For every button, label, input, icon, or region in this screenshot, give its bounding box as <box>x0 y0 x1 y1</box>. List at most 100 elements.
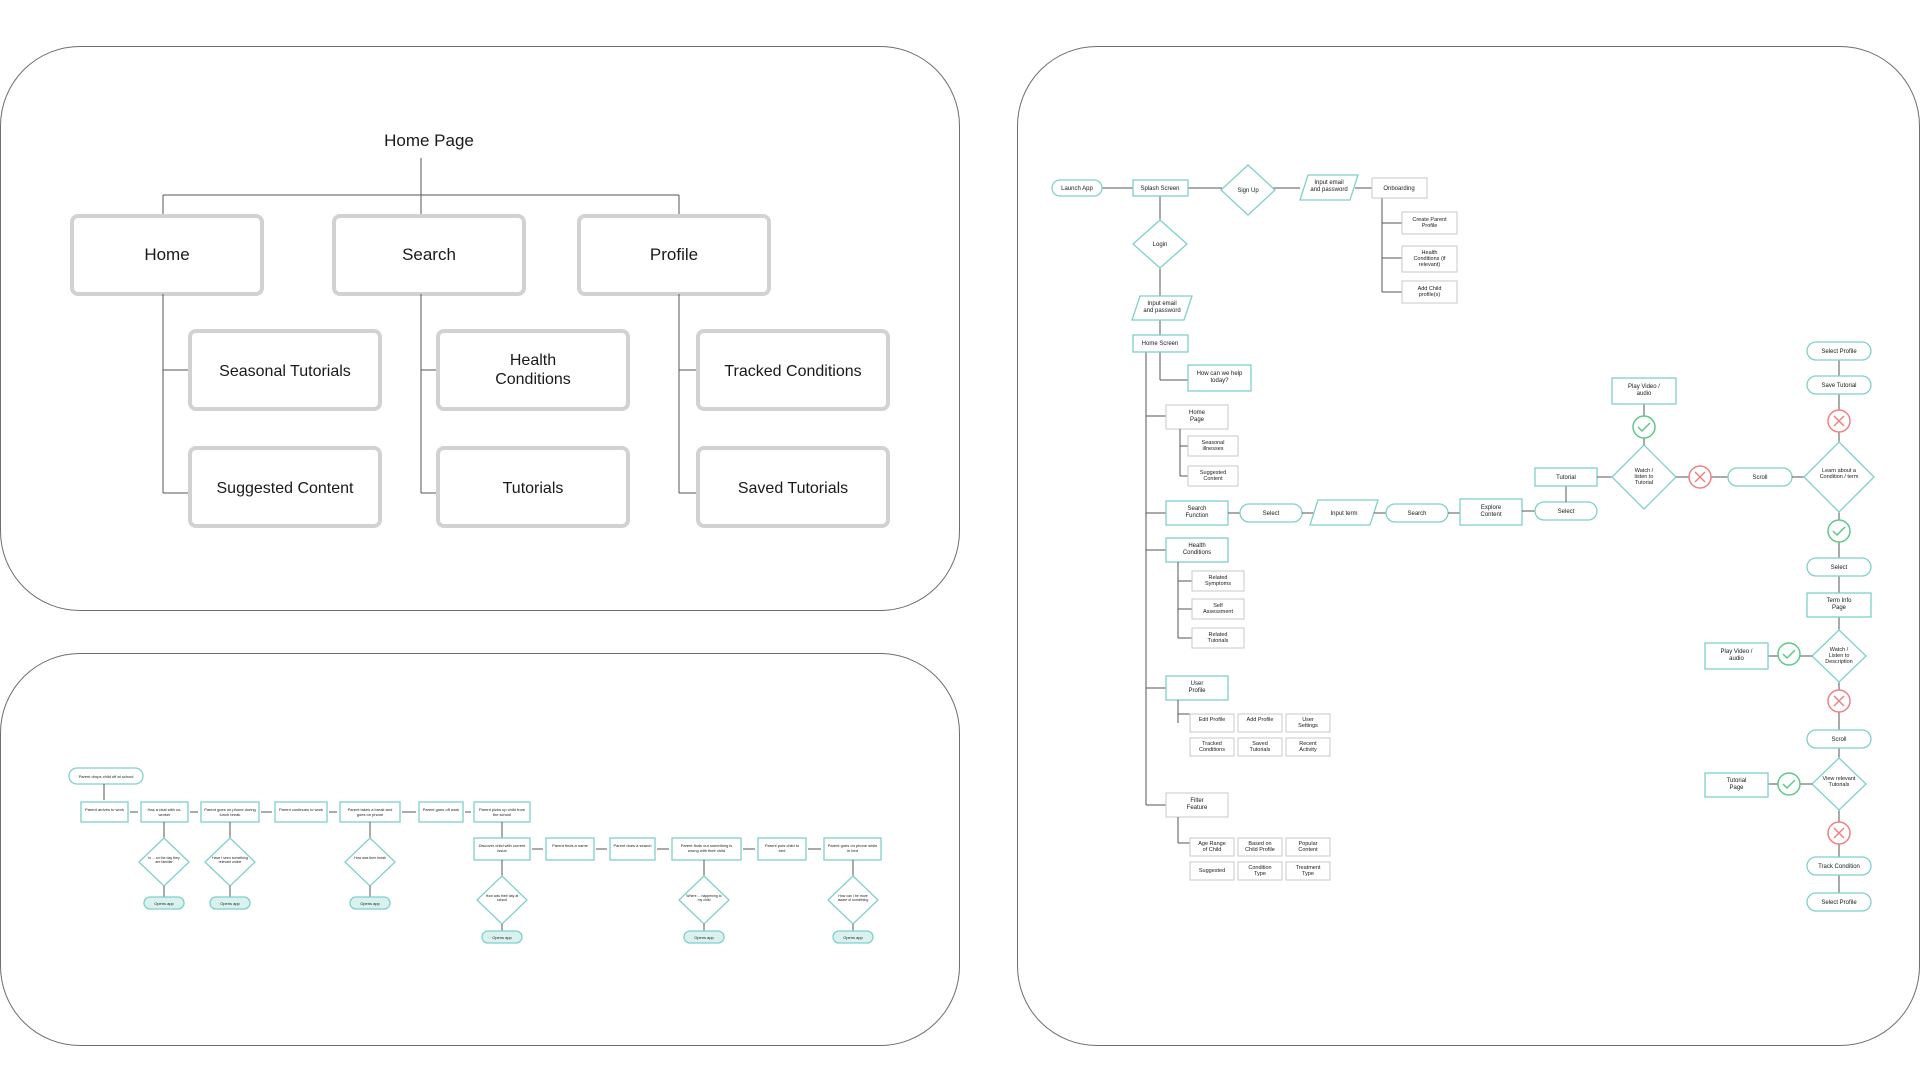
f3-r2-2-label: Parent finds a name <box>552 843 588 848</box>
f3-r2-6-label: Parent goes on phone while in bed <box>827 843 878 853</box>
uf-term-info-label: Term Info Page <box>1826 598 1852 611</box>
f3-q-4-label: How was their day at school <box>485 894 519 902</box>
uf-filter <box>1165 792 1229 818</box>
uf-user-profile <box>1165 675 1229 701</box>
sitemap-home-box <box>70 214 264 296</box>
uf-home-item-2 <box>1187 465 1239 487</box>
uf-input-term <box>1309 499 1379 526</box>
uf-learn-label: Learn about a Condition / term <box>1819 468 1859 480</box>
f3-r1-3-label: Parent goes on phone during lunch break <box>204 807 256 817</box>
uf-ok-4-icon <box>1777 772 1801 796</box>
uf-input-term-label: Input term <box>1330 511 1357 517</box>
uf-watch-1 <box>1611 444 1677 510</box>
uf-play-1-label: Play Video / audio <box>1628 384 1660 397</box>
f3-r2-2 <box>545 837 595 861</box>
sitemap-tracked-box <box>696 329 890 411</box>
uf-onb-3 <box>1401 280 1458 304</box>
f3-r1-1-label: Parent arrives to work <box>85 807 124 812</box>
f3-end-3 <box>349 896 391 910</box>
uf-health-label: Health Conditions <box>1182 543 1212 556</box>
sitemap-tutorials-box <box>436 446 630 528</box>
f3-q-5-label: Where ... happening to my child <box>686 894 722 902</box>
uf-profile-item-3: User Settings <box>1298 717 1318 729</box>
uf-health-item-1-label: Related Symptoms <box>1205 575 1231 587</box>
f3-end-6 <box>832 930 874 944</box>
uf-scroll-2-label: Scroll <box>1831 737 1846 743</box>
sitemap-health-label: Health Conditions <box>495 352 571 388</box>
f3-end-2-label: Opens app <box>220 901 240 906</box>
uf-help-label: How can we help today? <box>1196 371 1243 384</box>
f3-start <box>68 767 144 785</box>
f3-end-1-label: Opens app <box>154 901 174 906</box>
f3-end-5 <box>683 930 725 944</box>
sitemap-root: Home Page <box>384 131 474 150</box>
uf-select-profile-bottom-label: Select Profile <box>1821 900 1857 906</box>
uf-view-relevant <box>1811 757 1867 811</box>
sitemap-profile-box <box>577 214 771 296</box>
f3-row1: Parent arrives to work Has a chat with c… <box>80 801 531 823</box>
f3-end-6-label: Opens app <box>843 935 863 940</box>
uf-splash-label: Splash Screen <box>1140 186 1179 192</box>
f3-r1-7-label: Parent picks up child from the school <box>478 807 526 817</box>
uf-home-screen-label: Home Screen <box>1142 341 1179 347</box>
f3-end-4-label: Opens app <box>492 935 512 940</box>
uf-select-profile-top <box>1806 341 1872 361</box>
uf-select-2-label: Select <box>1558 509 1575 515</box>
uf-filter-item-4: Suggested <box>1198 868 1226 874</box>
uf-tutorial-label: Tutorial <box>1556 475 1576 481</box>
f3-end-1 <box>143 896 185 910</box>
uf-launch-label: Launch App <box>1061 186 1093 192</box>
uf-save-tutorial-label: Save Tutorial <box>1821 383 1856 389</box>
uf-health <box>1165 537 1229 563</box>
uf-select-profile-bottom <box>1806 892 1872 912</box>
uf-tutorial-page-label: Tutorial Page <box>1726 778 1747 791</box>
uf-home-screen <box>1132 334 1189 353</box>
f3-q-1-label: Is ... on the day they are familiar <box>148 856 180 864</box>
uf-scroll-2 <box>1806 729 1872 749</box>
uf-select-3-label: Select <box>1831 565 1848 571</box>
uf-signup-label: Sign Up <box>1237 188 1259 194</box>
uf-profile-item-5: Saved Tutorials <box>1249 741 1271 753</box>
sitemap-seasonal-box <box>188 329 382 411</box>
sitemap-seasonal-label: Seasonal Tutorials <box>219 363 351 380</box>
uf-learn <box>1803 441 1875 513</box>
uf-ok-1-icon <box>1632 415 1656 439</box>
uf-health-item-2 <box>1191 598 1245 620</box>
uf-onb-3-label: Add Child profile(s) <box>1417 286 1442 298</box>
f3-r2-5-label: Parent puts child to bed <box>764 843 800 853</box>
uf-home-item-2-label: Suggested Content <box>1199 470 1227 482</box>
uf-filter-label: Filter Feature <box>1186 798 1208 811</box>
uf-profile-item-4: Tracked Conditions <box>1199 741 1225 753</box>
uf-input-top <box>1299 174 1359 201</box>
uf-home-page <box>1165 404 1229 430</box>
uf-home-page-label: Home Page <box>1188 410 1205 423</box>
f3-start-label: Parent drops child off at school <box>79 774 134 779</box>
f3-q-6-label: How can I be more aware of something <box>837 894 869 902</box>
uf-track-label: Track Condition <box>1818 864 1860 870</box>
sitemap-profile-label: Profile <box>650 245 698 264</box>
uf-filter-item-6: Treatment Type <box>1295 865 1321 877</box>
sitemap-tutorials-label: Tutorials <box>503 480 564 497</box>
uf-health-item-2-label: Self Assessment <box>1203 603 1233 615</box>
f3-r1-4-label: Parent continues to work <box>278 807 324 812</box>
uf-onb-1-label: Create Parent Profile <box>1412 217 1447 229</box>
f3-r2-4-label: Parent finds out something is wrong with… <box>680 843 733 853</box>
uf-scroll-1-label: Scroll <box>1752 475 1767 481</box>
uf-select-1-label: Select <box>1263 511 1280 517</box>
uf-input-left-label: Input email and password <box>1143 301 1181 314</box>
uf-save-tutorial <box>1806 375 1872 395</box>
f3-r1-1 <box>80 801 129 823</box>
uf-search-label: Search <box>1407 511 1426 517</box>
uf-launch <box>1051 179 1103 197</box>
uf-splash <box>1132 179 1189 197</box>
f3-end-2 <box>209 896 251 910</box>
uf-track <box>1806 856 1872 876</box>
f3-r1-2-label: Has a chat with co-worker <box>147 807 182 817</box>
f3-r2-3-label: Parent does a search <box>613 843 652 848</box>
uf-ok-3-icon <box>1777 642 1801 666</box>
sitemap-home-label: Home <box>144 245 189 264</box>
uf-user-profile-label: User Profile <box>1188 681 1206 694</box>
sitemap-health-box <box>436 329 630 411</box>
uf-input-left <box>1131 295 1193 321</box>
